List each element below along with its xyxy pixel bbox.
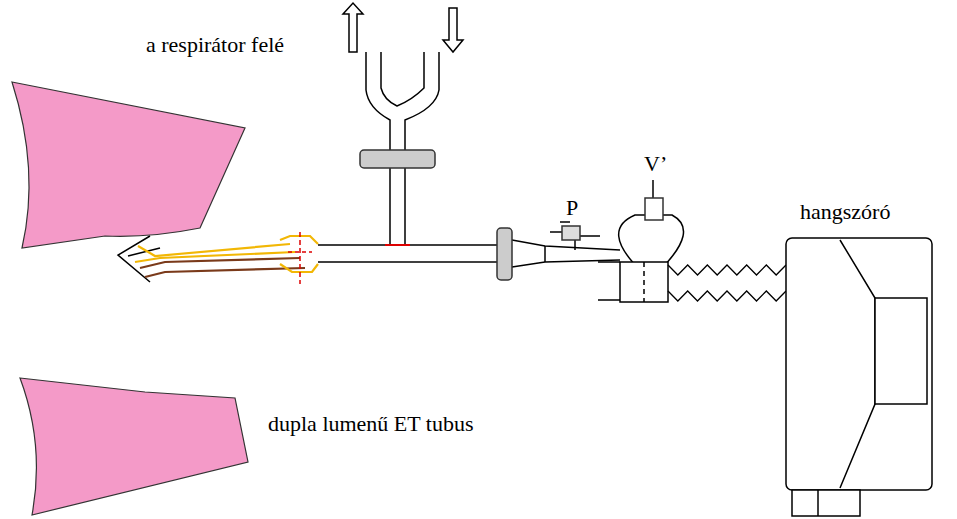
upper-lung xyxy=(12,82,245,248)
tube-wall xyxy=(598,262,620,300)
flow-transducer xyxy=(645,198,663,220)
tube-connector xyxy=(360,150,435,168)
pressure-transducer xyxy=(562,226,580,240)
lumen-brown xyxy=(140,258,300,268)
bronchus-wall xyxy=(118,236,150,282)
inflow-arrow xyxy=(443,8,463,52)
lower-lung xyxy=(20,378,248,515)
pneumotach-screen xyxy=(643,262,645,302)
red-dashed-mark xyxy=(288,251,312,253)
bellows-zigzag xyxy=(668,265,786,275)
speaker-foot xyxy=(817,490,819,516)
speaker-housing xyxy=(786,238,932,490)
loudspeaker-label: hangszóró xyxy=(800,200,890,224)
tube-wall xyxy=(318,168,498,245)
loudspeaker xyxy=(786,238,932,516)
tube-cuff xyxy=(280,236,318,272)
lungs xyxy=(12,82,248,515)
flow-sensor-lead xyxy=(652,180,654,200)
pressure-port xyxy=(560,222,600,250)
respirator-label: a respirátor felé xyxy=(146,33,284,57)
adapter xyxy=(512,240,620,267)
bellows-zigzag xyxy=(668,291,786,301)
tube-label: dupla lumenű ET tubus xyxy=(268,412,474,436)
flange xyxy=(497,228,512,280)
flow-arrows xyxy=(343,3,463,52)
red-dashed-mark xyxy=(299,232,301,284)
bellows xyxy=(668,265,786,301)
tube-wall xyxy=(318,261,498,263)
double-lumen-tube xyxy=(135,236,318,277)
flow-label: V’ xyxy=(644,152,667,176)
speaker-foot xyxy=(792,490,860,516)
speaker-magnet xyxy=(875,298,927,404)
lumen-brown xyxy=(145,268,305,277)
red-mark xyxy=(385,244,410,246)
adapter xyxy=(544,246,546,262)
y-piece xyxy=(366,52,439,150)
outflow-arrow xyxy=(343,3,363,52)
pneumotachograph xyxy=(620,262,668,302)
speaker-cone xyxy=(840,240,875,488)
pressure-label: P xyxy=(566,196,578,220)
